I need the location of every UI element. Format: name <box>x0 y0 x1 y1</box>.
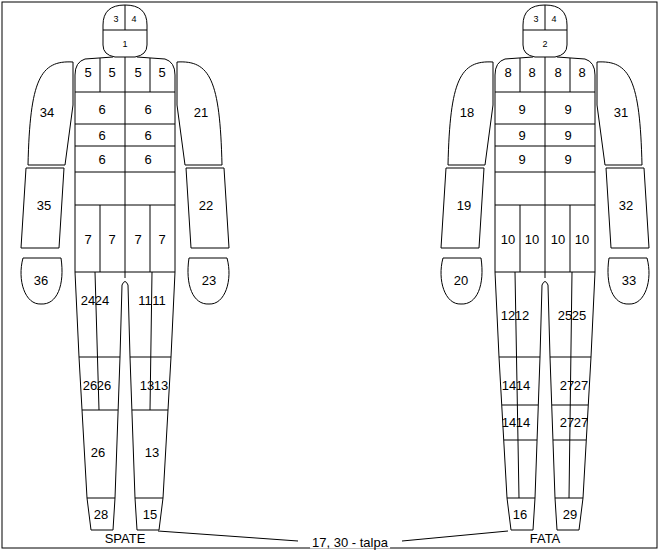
region-number: 8 <box>528 66 535 79</box>
region-number: 15 <box>143 508 157 521</box>
region-number: 16 <box>513 508 527 521</box>
region-number: 6 <box>144 153 151 166</box>
region-number: 13 <box>145 446 159 459</box>
region-number: 31 <box>614 106 628 119</box>
region-number: 27 <box>574 416 588 429</box>
region-number: 6 <box>144 103 151 116</box>
region-number: 9 <box>564 103 571 116</box>
region-number: 33 <box>622 274 636 287</box>
region-number: 6 <box>98 103 105 116</box>
region-number: 6 <box>144 129 151 142</box>
region-number: 5 <box>108 66 115 79</box>
region-number: 4 <box>131 15 136 24</box>
region-number: 24 <box>95 294 109 307</box>
region-number: 6 <box>98 129 105 142</box>
region-number: 13 <box>154 379 168 392</box>
region-number: 14 <box>502 416 516 429</box>
region-number: 36 <box>34 274 48 287</box>
region-number: 25 <box>558 309 572 322</box>
region-number: 19 <box>457 199 471 212</box>
region-number: 10 <box>525 233 539 246</box>
region-number: 7 <box>158 233 165 246</box>
region-number: 21 <box>194 106 208 119</box>
region-number: 18 <box>460 106 474 119</box>
region-number: 11 <box>138 294 152 307</box>
region-number: 5 <box>158 66 165 79</box>
region-number: 26 <box>83 379 97 392</box>
region-number: 26 <box>97 379 111 392</box>
region-number: 20 <box>454 274 468 287</box>
region-number: 6 <box>98 153 105 166</box>
region-number: 25 <box>572 309 586 322</box>
region-number: 5 <box>134 66 141 79</box>
region-number: 34 <box>40 106 54 119</box>
region-number: 11 <box>152 294 166 307</box>
region-number: 9 <box>564 129 571 142</box>
region-number: 8 <box>554 66 561 79</box>
region-number: 23 <box>202 274 216 287</box>
region-number: 8 <box>578 66 585 79</box>
region-number: 2 <box>542 40 547 49</box>
region-number: 27 <box>560 379 574 392</box>
region-number: 13 <box>140 379 154 392</box>
region-number: 10 <box>501 233 515 246</box>
region-number: 7 <box>134 233 141 246</box>
region-number: 28 <box>94 508 108 521</box>
region-number: 9 <box>518 103 525 116</box>
region-number: 24 <box>81 294 95 307</box>
view-title: FATA <box>530 532 561 545</box>
region-number: 10 <box>575 233 589 246</box>
region-number: 9 <box>518 153 525 166</box>
view-title: SPATE <box>105 532 146 545</box>
region-number: 3 <box>533 15 538 24</box>
region-number: 4 <box>551 15 556 24</box>
region-number: 12 <box>501 309 515 322</box>
region-number: 14 <box>516 416 530 429</box>
note-label: 17, 30 - talpa <box>310 536 390 549</box>
region-number: 22 <box>199 199 213 212</box>
region-number: 35 <box>37 199 51 212</box>
region-number: 3 <box>113 15 118 24</box>
region-number: 27 <box>574 379 588 392</box>
region-number: 5 <box>84 66 91 79</box>
region-number: 9 <box>518 129 525 142</box>
region-number: 8 <box>504 66 511 79</box>
region-number: 1 <box>122 40 127 49</box>
region-number: 9 <box>564 153 571 166</box>
region-number: 14 <box>516 379 530 392</box>
region-number: 14 <box>502 379 516 392</box>
region-number: 32 <box>619 199 633 212</box>
region-number: 27 <box>560 416 574 429</box>
region-number: 26 <box>91 446 105 459</box>
region-number: 7 <box>108 233 115 246</box>
region-number: 7 <box>84 233 91 246</box>
region-number: 10 <box>551 233 565 246</box>
region-number: 12 <box>515 309 529 322</box>
region-number: 29 <box>563 508 577 521</box>
